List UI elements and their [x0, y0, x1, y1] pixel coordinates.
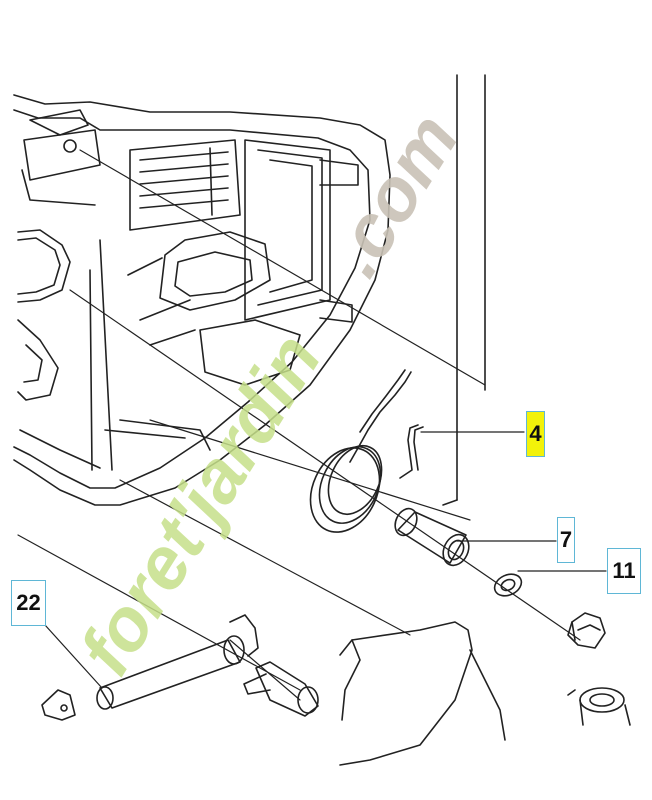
callout-22: 22: [11, 580, 46, 626]
callout-4: 4: [526, 411, 545, 457]
callout-7-label: 7: [559, 527, 573, 552]
callout-7: 7: [557, 517, 575, 563]
assembly-axis-lines: [17, 149, 581, 701]
callout-11: 11: [607, 548, 641, 594]
cover-piece: [339, 621, 506, 766]
nut-part: [567, 612, 606, 649]
sleeve-part-7: [394, 507, 470, 567]
washer-part-11: [493, 573, 523, 597]
callout-22-label: 22: [16, 590, 41, 615]
engine-housing: [13, 94, 391, 506]
pin-part-22: [41, 614, 319, 721]
small-fitting: [567, 687, 631, 726]
callout-leaders: [44, 431, 607, 689]
spring-part-4: [309, 369, 424, 533]
callout-4-label: 4: [529, 421, 542, 446]
frame-lines: [442, 74, 486, 506]
callout-11-label: 11: [612, 558, 636, 583]
